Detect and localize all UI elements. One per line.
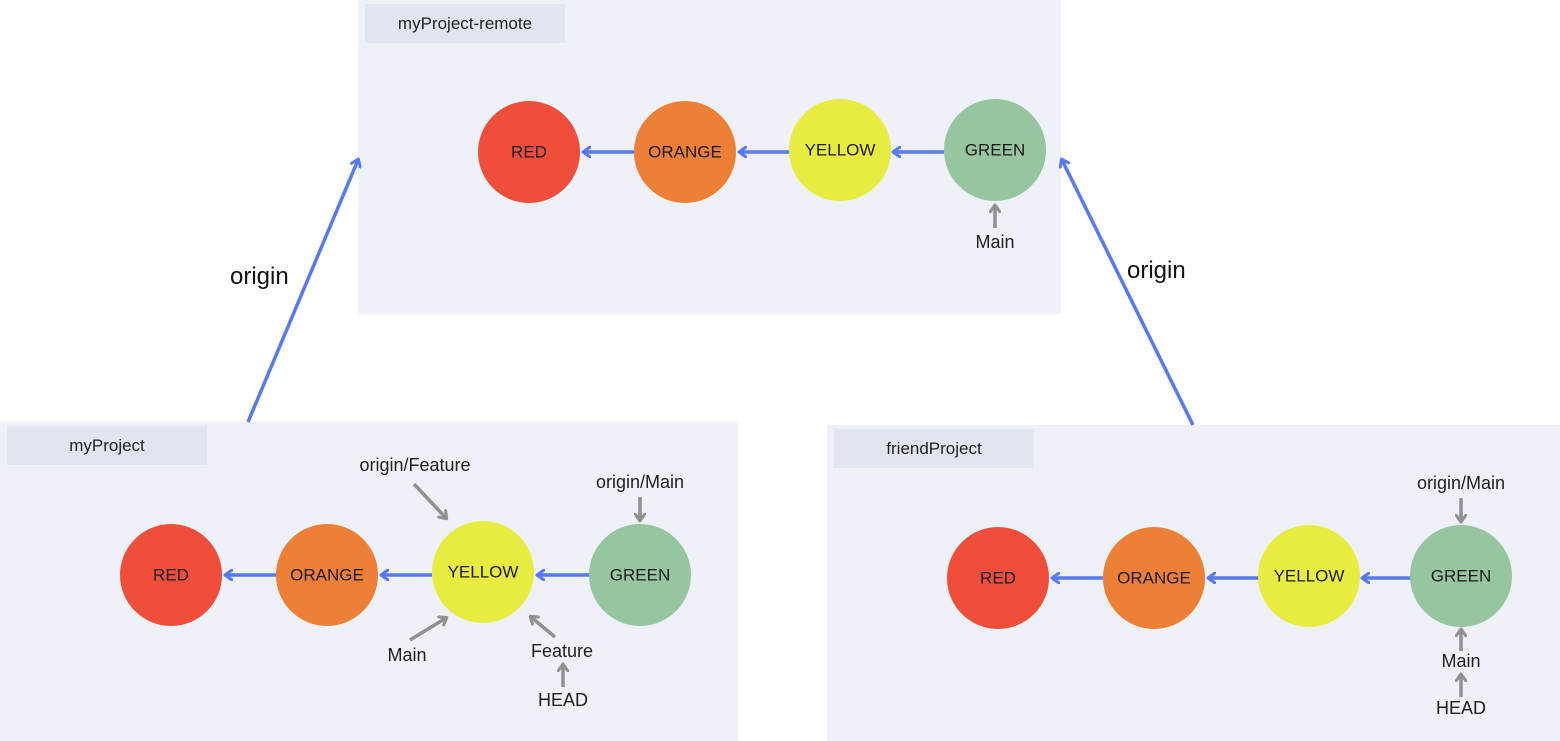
local-ref-origin-feature-arrow (412, 482, 446, 518)
local-commit-green (589, 524, 691, 626)
local-ref-head-label: HEAD (538, 690, 588, 710)
local-commit-green-label: GREEN (610, 566, 670, 585)
friend-commit-green (1410, 525, 1512, 627)
local-commit-red-label: RED (153, 566, 189, 585)
friend-commit-orange (1103, 527, 1205, 629)
local-commit-orange-label: ORANGE (290, 566, 364, 585)
remote-commit-yellow (789, 99, 891, 201)
friend-ref-head-label: HEAD (1436, 698, 1486, 718)
origin-link-friend-label: origin (1127, 257, 1186, 284)
local-commit-graph: RED ORANGE YELLOW GREEN origin/Feature o… (120, 455, 691, 710)
friend-commit-green-label: GREEN (1431, 567, 1491, 586)
friend-commit-red-label: RED (980, 569, 1016, 588)
origin-link-local (246, 160, 358, 423)
local-commit-red (120, 524, 222, 626)
friend-commit-yellow-label: YELLOW (1274, 567, 1345, 586)
local-commit-yellow (432, 521, 534, 623)
friend-commit-orange-label: ORANGE (1117, 569, 1191, 588)
remote-commit-green (944, 99, 1046, 201)
friend-commit-graph: RED ORANGE YELLOW GREEN origin/Main Main… (947, 473, 1512, 718)
origin-link-local-label: origin (230, 263, 289, 290)
remote-commit-red (478, 101, 580, 203)
remote-repo-title: myProject-remote (365, 4, 565, 43)
local-ref-feature-label: Feature (531, 641, 593, 661)
remote-commit-green-label: GREEN (965, 141, 1025, 160)
remote-commit-red-label: RED (511, 143, 547, 162)
friend-commit-yellow (1258, 525, 1360, 627)
remote-commit-yellow-label: YELLOW (805, 141, 876, 160)
local-ref-origin-main-label: origin/Main (596, 472, 684, 492)
local-repo-title: myProject (7, 426, 207, 465)
friend-repo-title: friendProject (834, 429, 1034, 468)
local-commit-orange (276, 524, 378, 626)
remote-ref-main-label: Main (975, 232, 1014, 252)
local-ref-main-arrow (409, 618, 446, 642)
remote-commit-graph: RED ORANGE YELLOW GREEN Main (478, 99, 1046, 252)
local-ref-origin-feature-label: origin/Feature (359, 455, 470, 475)
friend-commit-red (947, 527, 1049, 629)
local-ref-main-label: Main (387, 645, 426, 665)
local-commit-yellow-label: YELLOW (448, 563, 519, 582)
friend-ref-origin-main-label: origin/Main (1417, 473, 1505, 493)
remote-commit-orange-label: ORANGE (648, 143, 722, 162)
remote-commit-orange (634, 101, 736, 203)
local-ref-feature-arrow (531, 617, 557, 639)
friend-ref-main-label: Main (1441, 651, 1480, 671)
origin-link-friend (1062, 160, 1195, 426)
